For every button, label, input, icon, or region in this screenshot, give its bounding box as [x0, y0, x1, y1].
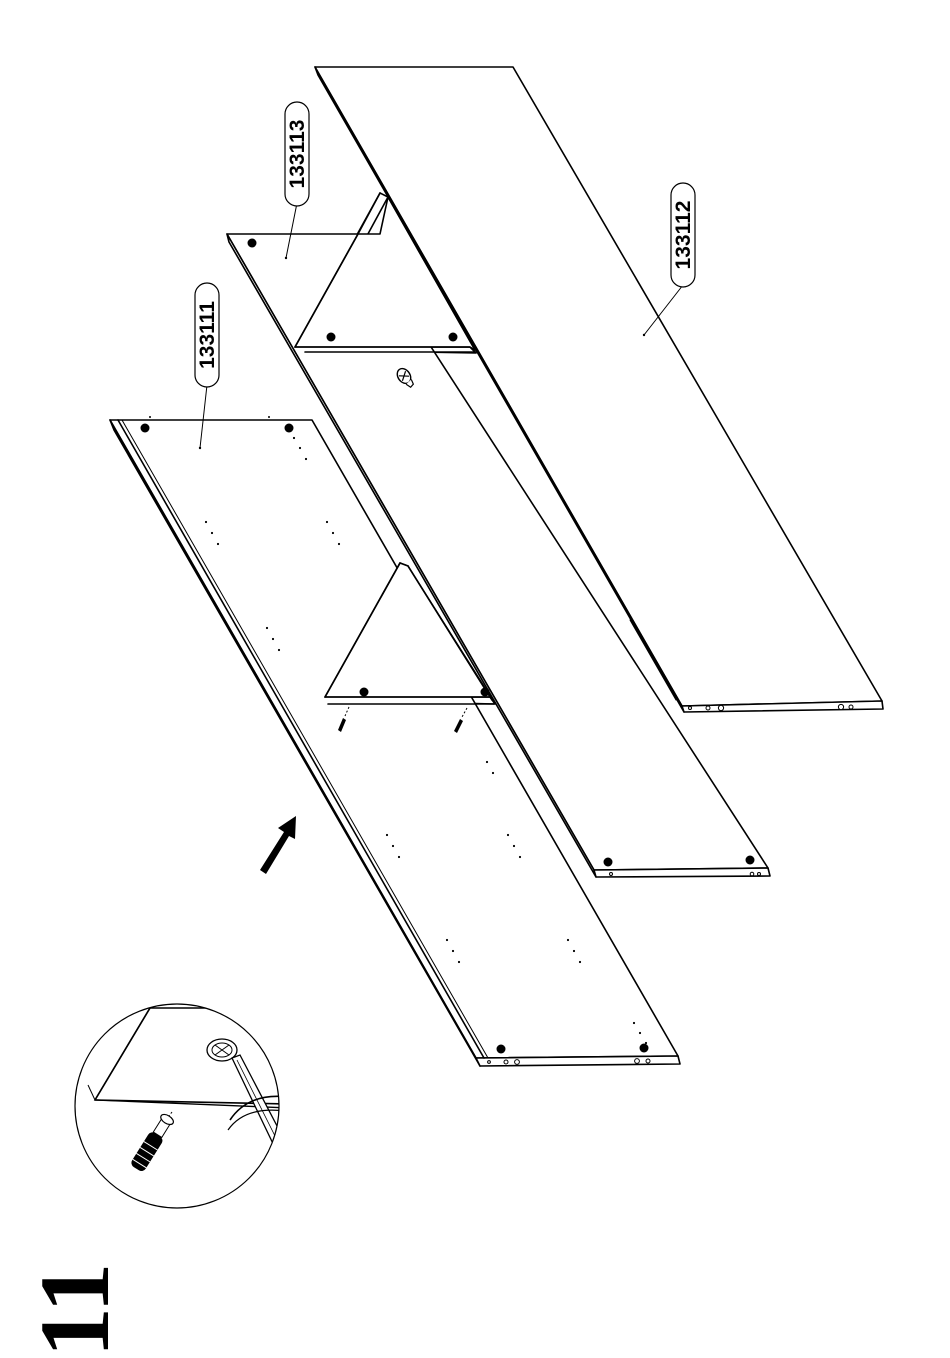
screwdriver-detail-icon: [70, 1000, 340, 1230]
step-number: 11: [19, 1263, 130, 1353]
part-label-133112: 133112: [672, 201, 695, 270]
panel-133111-top-edge-marks: [149, 416, 270, 418]
part-label-133111: 133111: [196, 301, 219, 369]
part-label-133113: 133113: [286, 120, 309, 189]
step-number-text: 11: [19, 1263, 130, 1353]
arrow-icon: [260, 816, 296, 874]
